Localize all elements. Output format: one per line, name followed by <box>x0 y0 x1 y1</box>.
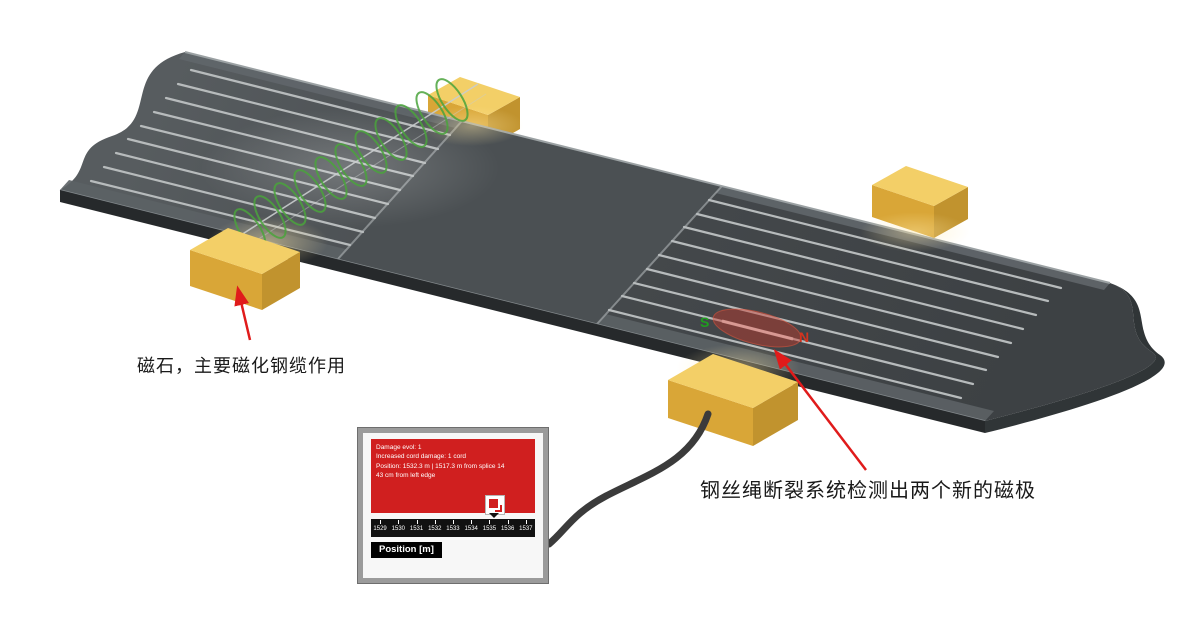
monitor-screen: Damage evol: 1 Increased cord damage: 1 … <box>371 439 535 518</box>
coil-loop <box>334 143 368 187</box>
coil-loop <box>354 130 388 174</box>
pole-detection: S N <box>700 308 809 348</box>
pole-ellipse <box>712 308 802 348</box>
coil-loop <box>293 169 327 213</box>
arrow-to-magnet <box>234 285 252 341</box>
monitor-device: Damage evol: 1 Increased cord damage: 1 … <box>357 427 549 584</box>
broken-cord-glint <box>721 319 794 341</box>
screen-text-line: Damage evol: 1 <box>376 444 422 451</box>
arrow-to-poles <box>773 349 867 471</box>
annotation-magnet-label: 磁石，主要磁化钢缆作用 <box>137 356 346 376</box>
pole-south-label: S <box>700 314 709 330</box>
pole-north-label: N <box>799 329 809 345</box>
ruler-tick: 1537 <box>517 519 535 537</box>
position-unit-label: Position [m] <box>371 542 442 558</box>
glow-far-right-magnet <box>860 212 970 252</box>
screen-text-line: Position: 1532.3 m | 1517.3 m from splic… <box>376 462 505 470</box>
coil-loop <box>394 104 428 148</box>
screen-text-line: Increased cord damage: 1 cord <box>376 453 466 461</box>
ruler-tick: 1531 <box>407 519 425 537</box>
coil-loop <box>273 182 307 226</box>
position-pointer-icon <box>489 513 499 523</box>
coil-loop <box>314 156 348 200</box>
ruler-tick: 1534 <box>462 519 480 537</box>
belt-thickness-right <box>985 283 1165 433</box>
ruler-tick: 1533 <box>444 519 462 537</box>
ruler-tick: 1532 <box>426 519 444 537</box>
screen-text-line: 43 cm from left edge <box>376 472 436 480</box>
magnetizing-coil <box>207 78 487 267</box>
ruler-tick: 1529 <box>371 519 389 537</box>
ruler-tick: 1530 <box>389 519 407 537</box>
coil-loop <box>253 195 287 239</box>
signal-cable <box>545 410 712 548</box>
annotation-poles-label: 钢丝绳断裂系统检测出两个新的磁极 <box>700 480 1036 502</box>
position-ruler: 1529 1530 1531 1532 1533 1534 1535 1536 … <box>371 519 535 537</box>
coil-loop <box>415 91 449 135</box>
ruler-tick: 1535 <box>480 519 498 537</box>
coil-loop <box>435 78 469 122</box>
damage-icon <box>485 495 505 515</box>
ruler-tick: 1536 <box>499 519 517 537</box>
coil-loop <box>374 117 408 161</box>
